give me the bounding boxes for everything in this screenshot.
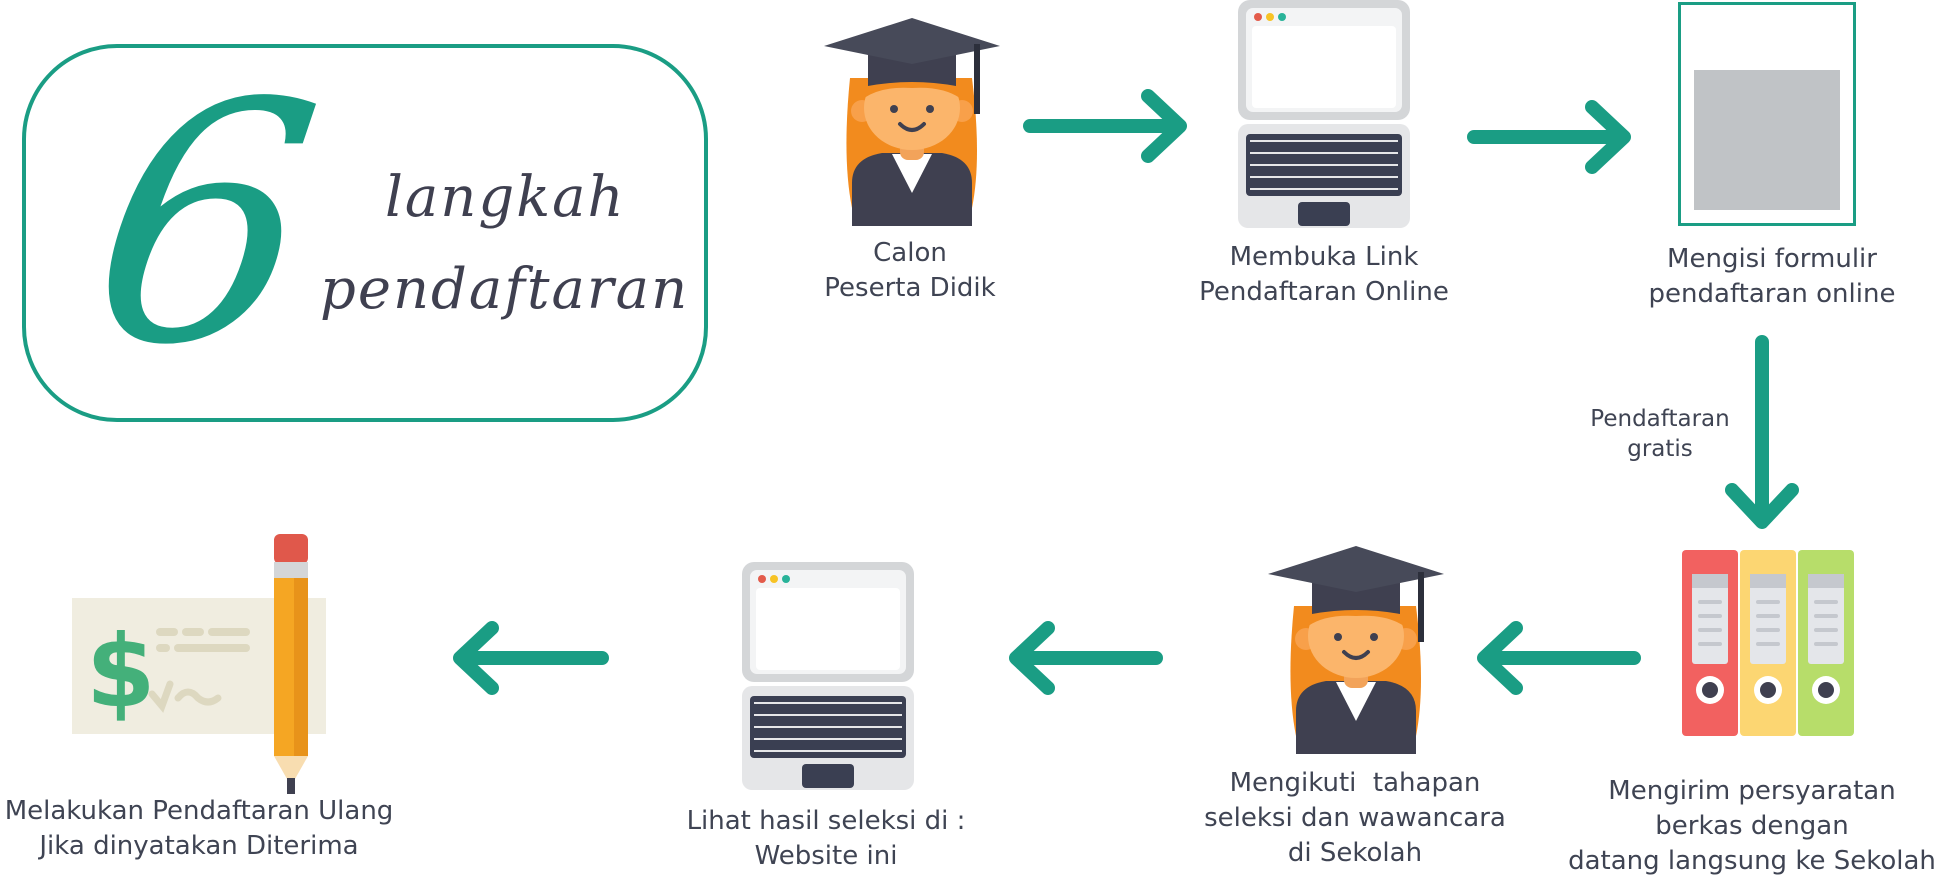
step-4-line-1: Mengirim persyaratan	[1608, 776, 1896, 806]
binders-icon	[1682, 550, 1854, 736]
svg-text:$: $	[86, 613, 156, 730]
step-2-line-2: Pendaftaran Online	[1199, 277, 1449, 307]
step-6-label: Lihat hasil seleksi di : Website ini	[676, 804, 976, 874]
arrow-down-icon	[1725, 335, 1799, 529]
form-icon	[1678, 2, 1856, 226]
graduate-icon	[822, 16, 1002, 228]
step-7-label: Melakukan Pendaftaran Ulang Jika dinyata…	[0, 794, 398, 864]
step-3-label: Mengisi formulir pendaftaran online	[1622, 242, 1922, 312]
arrow-right-icon	[1467, 100, 1631, 174]
title-box	[22, 44, 708, 422]
step-5-line-1: Mengikuti tahapan	[1229, 768, 1481, 798]
note-line-2: gratis	[1627, 436, 1693, 462]
step-4-label: Mengirim persyaratan berkas dengan datan…	[1562, 774, 1942, 879]
arrow-right-icon	[1023, 89, 1187, 163]
laptop-icon	[1238, 0, 1410, 228]
step-1-label: Calon Peserta Didik	[760, 236, 1060, 306]
step-3-line-1: Mengisi formulir	[1667, 244, 1877, 274]
check-pencil-icon: $	[72, 534, 326, 794]
arrow-left-icon	[453, 621, 609, 695]
title-line-1: langkah	[385, 165, 626, 230]
graduate-icon	[1266, 544, 1446, 756]
note-line-1: Pendaftaran	[1590, 406, 1730, 432]
step-5-line-2: seleksi dan wawancara	[1204, 803, 1506, 833]
step-6-line-1: Lihat hasil seleksi di :	[686, 806, 966, 836]
step-7-line-2: Jika dinyatakan Diterima	[39, 831, 359, 861]
step-2-line-1: Membuka Link	[1229, 242, 1419, 272]
step-2-label: Membuka Link Pendaftaran Online	[1174, 240, 1474, 310]
title-line-2: pendaftaran	[320, 257, 690, 322]
step-1-line-2: Peserta Didik	[824, 273, 996, 303]
laptop-icon	[742, 562, 914, 790]
step-5-line-3: di Sekolah	[1287, 838, 1423, 868]
step-6-line-2: Website ini	[754, 841, 898, 871]
step-5-label: Mengikuti tahapan seleksi dan wawancara …	[1200, 766, 1510, 871]
arrow-left-icon	[1477, 621, 1641, 695]
free-registration-note: Pendaftaran gratis	[1560, 404, 1760, 464]
step-7-line-1: Melakukan Pendaftaran Ulang	[4, 796, 394, 826]
step-1-line-1: Calon	[873, 238, 947, 268]
step-3-line-2: pendaftaran online	[1648, 279, 1896, 309]
arrow-left-icon	[1009, 621, 1163, 695]
step-4-line-3: datang langsung ke Sekolah	[1568, 846, 1936, 876]
step-4-line-2: berkas dengan	[1655, 811, 1849, 841]
